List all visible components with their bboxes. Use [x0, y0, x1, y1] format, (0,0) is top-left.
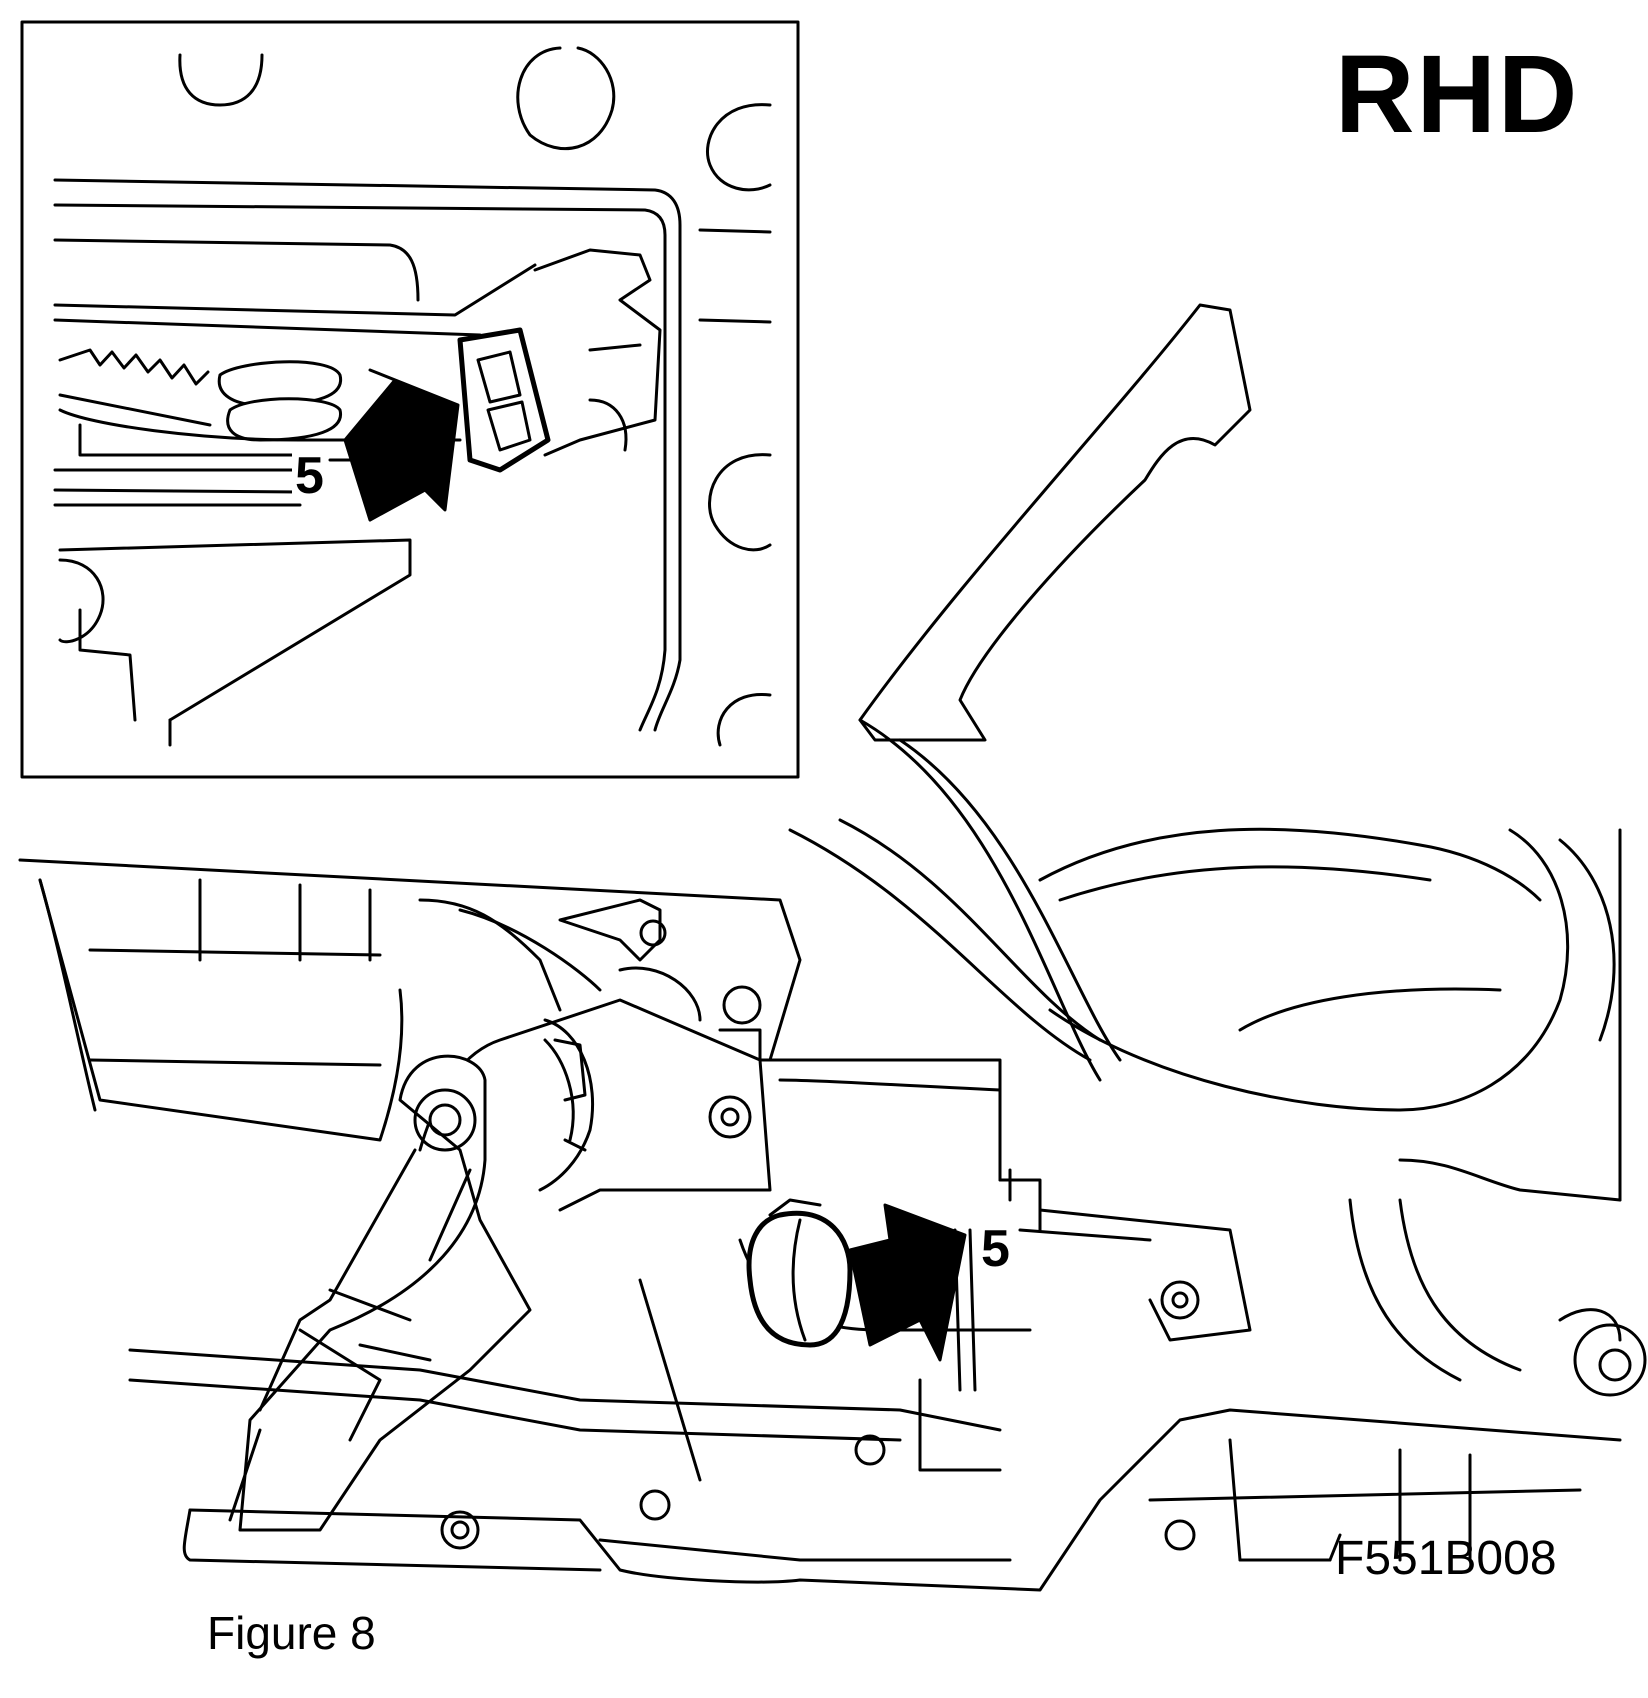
variant-label: RHD [1335, 33, 1580, 156]
drawing-code: F551B008 [1335, 1532, 1557, 1585]
main-view [18, 303, 1647, 1592]
connector-icon [746, 1210, 853, 1348]
arrow-icon [343, 368, 460, 522]
inset-frame [20, 20, 800, 779]
connector-icon [457, 327, 551, 473]
arrow-icon [848, 1203, 967, 1362]
inset-detail [20, 20, 800, 779]
figure-caption: Figure 8 [207, 1607, 376, 1659]
callout-number-main: 5 [978, 1223, 1013, 1275]
callout-number-inset: 5 [292, 450, 327, 502]
